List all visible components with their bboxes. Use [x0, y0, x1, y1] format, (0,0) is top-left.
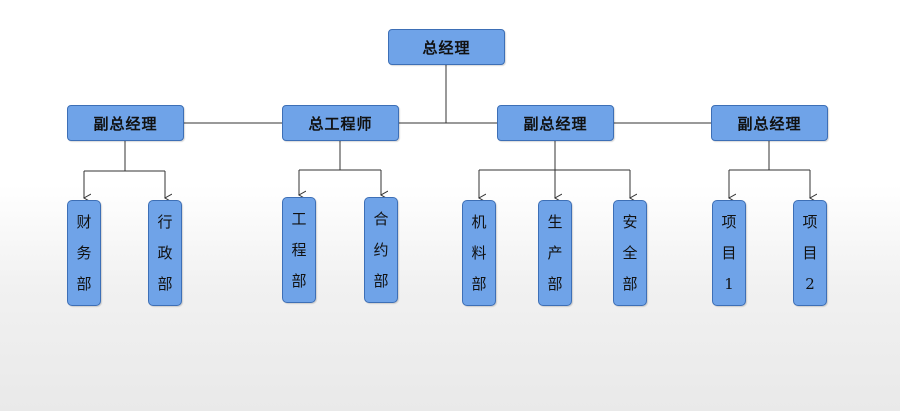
dept-node-production: 生产部	[538, 200, 572, 306]
dept-node-engineering: 工程部	[282, 197, 316, 303]
dept-node-finance: 财务部	[67, 200, 101, 306]
dept-node-safety: 安全部	[613, 200, 647, 306]
root-node-general-manager: 总经理	[388, 29, 505, 65]
manager-node-deputy-gm-1: 副总经理	[67, 105, 184, 141]
dept-node-materials: 机料部	[462, 200, 496, 306]
dept-node-contracts: 合约部	[364, 197, 398, 303]
manager-node-deputy-gm-3: 副总经理	[711, 105, 828, 141]
manager-node-chief-engineer: 总工程师	[282, 105, 399, 141]
manager-node-deputy-gm-2: 副总经理	[497, 105, 614, 141]
dept-node-administration: 行政部	[148, 200, 182, 306]
